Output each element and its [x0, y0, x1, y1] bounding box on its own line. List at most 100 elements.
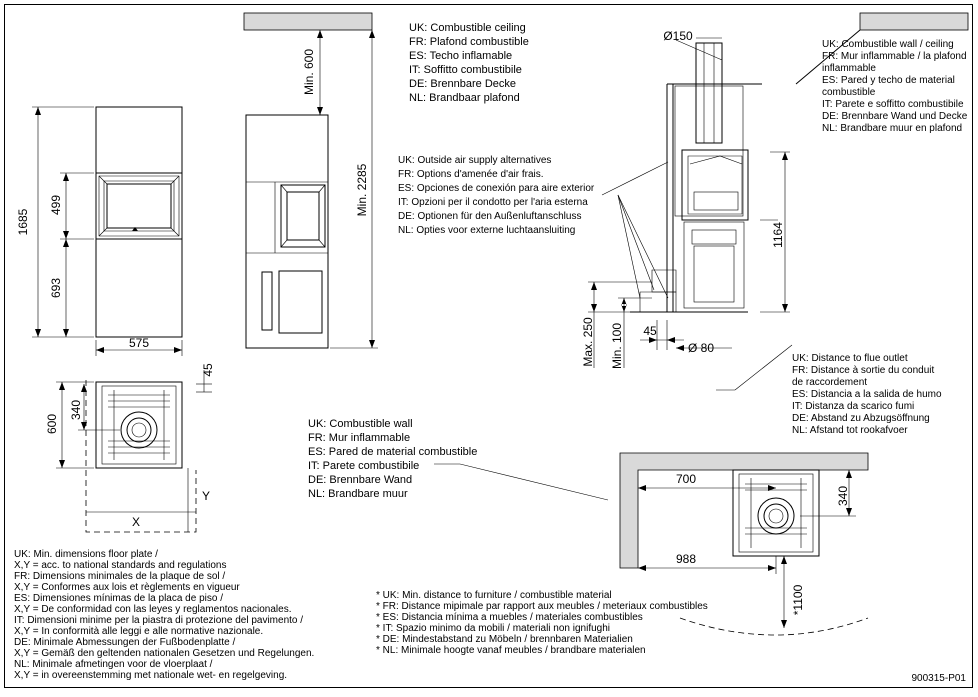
dim-air-diameter: Ø 80 [688, 341, 714, 355]
note-it-xy: X,Y = In conformità alle leggi e alle no… [14, 626, 263, 637]
door-frame [95, 172, 183, 240]
air-label-uk: UK: Outside air supply alternatives [398, 155, 551, 166]
front-view: 1685 499 693 575 [16, 106, 183, 356]
lower-cladding [683, 221, 745, 309]
furniture-notes: * UK: Min. distance to furniture / combu… [376, 590, 708, 656]
wall-label-fr: FR: Mur inflammable [308, 432, 410, 444]
ceiling-label-nl: NL: Brandbaar plafond [409, 92, 520, 104]
flue-outlet-label: UK: Distance to flue outlet FR: Distance… [716, 344, 942, 436]
wc-label-fr: FR: Mur inflammable / la plafond [822, 51, 967, 62]
dim-flue-height: 1164 [771, 222, 785, 248]
door-handle [132, 227, 138, 231]
flue-label-uk: UK: Distance to flue outlet [792, 353, 908, 364]
wc-label-es: ES: Pared y techo de material [822, 75, 955, 86]
note-es: ES: Dimensiones mínimas de la placa de p… [14, 593, 223, 604]
stove-body-front [95, 106, 183, 338]
air-label-nl: NL: Opties voor externe luchtaansluiting [398, 225, 575, 236]
wall-ceiling-label: UK: Combustible wall / ceiling FR: Mur i… [795, 12, 969, 134]
wc-label-it: IT: Parete e soffitto combustibile [822, 99, 964, 110]
corner-dim-988: 988 [676, 552, 696, 566]
dim-door: 499 [49, 195, 63, 215]
note-uk: UK: Min. dimensions floor plate / [14, 549, 158, 560]
side-panel-wide [278, 270, 323, 334]
floor-plate-outline [85, 380, 197, 533]
flue-label-it: IT: Distanza da scarico fumi [792, 401, 914, 412]
note-es-xy: X,Y = De conformidad con las leyes y reg… [14, 604, 291, 615]
dim-width: 575 [129, 336, 149, 350]
wall-label-uk: UK: Combustible wall [308, 418, 413, 430]
note-uk-xy: X,Y = acc. to national standards and reg… [14, 560, 226, 571]
note-nl-xy: X,Y = in overeenstemming met nationale w… [14, 670, 287, 681]
plan-label-y: Y [202, 489, 210, 503]
doc-id: 900315-P01 [912, 673, 967, 684]
corner-flue-circle [757, 497, 795, 535]
ceiling-hatch [243, 12, 373, 31]
wc-label-es2: combustible [822, 87, 876, 98]
wall-label-nl: NL: Brandbare muur [308, 488, 408, 500]
sheet-border [4, 4, 973, 688]
corner-dim-340: 340 [836, 486, 850, 506]
plan-dim-340: 340 [69, 400, 83, 420]
wc-label-uk: UK: Combustible wall / ceiling [822, 39, 954, 50]
wc-label-nl: NL: Brandbare muur en plafond [822, 123, 962, 134]
ceiling-label-fr: FR: Plafond combustible [409, 36, 529, 48]
flue-label-fr2: de raccordement [792, 377, 867, 388]
flue-label-es: ES: Distancia a la salida de humo [792, 389, 942, 400]
ceiling-label-es: ES: Techo inflamable [409, 50, 512, 62]
wall-label-de: DE: Brennbare Wand [308, 474, 412, 486]
wall-label: UK: Combustible wall FR: Mur inflammable… [308, 418, 609, 501]
flue-circle [120, 411, 158, 449]
ceiling-label-it: IT: Soffitto combustibile [409, 64, 522, 76]
ceiling-label-uk: UK: Combustible ceiling [409, 22, 526, 34]
dim-base: 693 [49, 278, 63, 298]
side-panel-narrow [261, 271, 273, 331]
furn-note-de: * DE: Mindestabstand zu Möbeln / brennba… [376, 634, 633, 645]
corner-stove-plan [732, 469, 820, 557]
air-label-fr: FR: Options d'amenée d'air frais. [398, 169, 544, 180]
flue-label-fr: FR: Distance à sortie du conduit [792, 365, 935, 376]
furn-note-es: * ES: Distancia mínima a muebles / mater… [376, 612, 643, 623]
furn-note-uk: * UK: Min. distance to furniture / combu… [376, 590, 612, 601]
flue-label-nl: NL: Afstand tot rookafvoer [792, 425, 908, 436]
furn-note-nl: * NL: Minimale hoogte vanaf meubles / br… [376, 645, 646, 656]
flue-pipe [695, 42, 723, 144]
floor-plan: 45 340 600 X Y [45, 363, 215, 533]
wall-label-it: IT: Parete combustibile [308, 460, 419, 472]
floor-plate-notes: UK: Min. dimensions floor plate / X,Y = … [14, 549, 314, 681]
air-inlet [651, 269, 677, 293]
corner-plan: 700 340 988 *1100 [619, 452, 869, 636]
wc-label-de: DE: Brennbare Wand und Decke [822, 111, 968, 122]
note-nl: NL: Minimale afmetingen voor de vloerpla… [14, 659, 213, 670]
ceiling-label: UK: Combustible ceiling FR: Plafond comb… [409, 22, 529, 104]
dim-ceiling-gap: Min. 600 [302, 49, 316, 95]
note-de: DE: Minimale Abmessungen der Fußbodenpla… [14, 637, 235, 648]
dim-flue-diameter: Ø150 [663, 29, 693, 43]
firebox [681, 149, 749, 221]
note-fr-xy: X,Y = Conformes aux lois et règlements e… [14, 582, 240, 593]
stove-body-side [245, 114, 329, 349]
door-glass [106, 183, 172, 229]
flue-label-de: DE: Abstand zu Abzugsöffnung [792, 413, 930, 424]
dim-max-250: Max. 250 [581, 317, 595, 367]
section-view: Ø150 1164 Max. 250 Min. 100 45 Ø 80 [581, 29, 790, 369]
plan-dim-45: 45 [201, 363, 215, 377]
note-fr: FR: Dimensions minimales de la plaque de… [14, 571, 225, 582]
air-supply-label: UK: Outside air supply alternatives FR: … [398, 155, 669, 299]
dim-height-total: 1685 [16, 208, 30, 235]
note-it: IT: Dimensioni minime per la piastra di … [14, 615, 303, 626]
plan-label-x: X [132, 515, 140, 529]
corner-dim-1100: *1100 [791, 584, 805, 615]
side-door [280, 184, 326, 248]
plan-dim-600: 600 [45, 414, 59, 434]
side-view: Min. 600 Min. 2285 [243, 12, 378, 349]
air-label-es: ES: Opciones de conexión para aire exter… [398, 183, 595, 194]
stove-plan [95, 381, 183, 469]
upper-cladding [674, 85, 744, 217]
furn-note-it: * IT: Spazio minimo da mobili / material… [376, 623, 610, 634]
air-label-de: DE: Optionen für den Außenluftanschluss [398, 211, 581, 222]
dim-total-height: Min. 2285 [355, 163, 369, 216]
ceiling-label-de: DE: Brennbare Decke [409, 78, 516, 90]
corner-wall-hatch [619, 452, 869, 569]
